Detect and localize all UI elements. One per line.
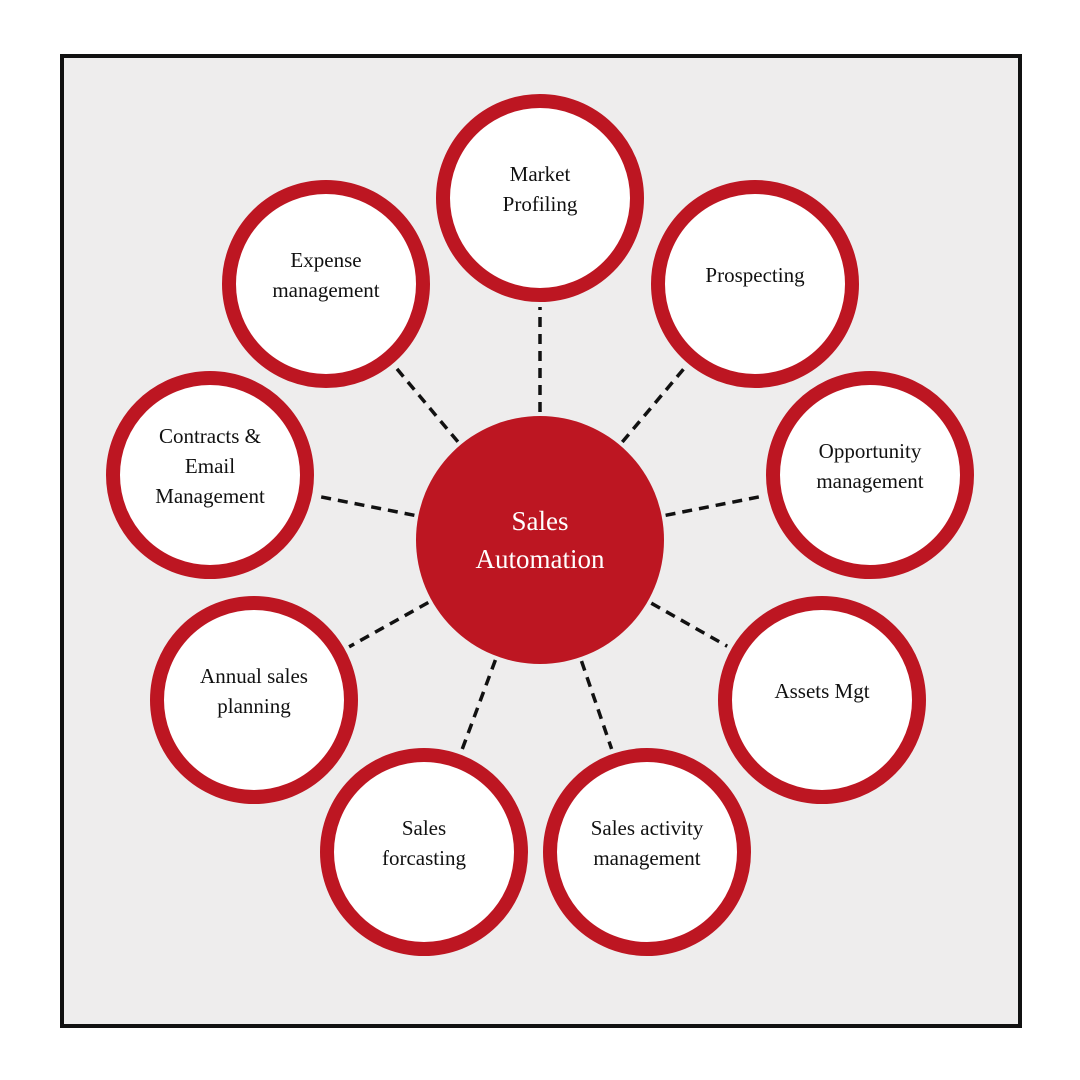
node-annual-sales-planning: Annual sales planning <box>150 596 358 804</box>
connector-sales-activity-management <box>579 660 614 750</box>
node-label-line: Expense <box>290 248 361 272</box>
node-expense-management: Expense management <box>222 180 430 388</box>
connector-opportunity-management <box>665 494 764 518</box>
node-circle-sales-forcasting <box>320 748 528 956</box>
node-label-line: Contracts & <box>159 424 261 448</box>
node-circle-expense-management <box>222 180 430 388</box>
node-label-line: Profiling <box>503 192 578 216</box>
node-label-line: forcasting <box>382 846 466 870</box>
node-circle-contracts-email-management <box>106 371 314 579</box>
node-label-line: Management <box>155 484 265 508</box>
connector-annual-sales-planning <box>348 600 430 649</box>
node-label-line: management <box>272 278 379 302</box>
node-label-line: management <box>816 469 923 493</box>
node-label-line: Market <box>510 162 571 186</box>
node-label-line: Opportunity <box>819 439 922 463</box>
node-opportunity-management: Opportunity management <box>766 371 974 579</box>
node-label-line: Email <box>185 454 235 478</box>
node-label-line: planning <box>217 694 291 718</box>
node-circle-prospecting <box>651 180 859 388</box>
connector-assets-mgt <box>650 601 729 648</box>
node-label-line: Assets Mgt <box>774 679 869 703</box>
connector-sales-forcasting <box>460 659 498 751</box>
node-label-line: Prospecting <box>705 263 805 287</box>
connector-contracts-email-management <box>316 494 415 518</box>
node-circle-annual-sales-planning <box>150 596 358 804</box>
node-sales-forcasting: Sales forcasting <box>320 748 528 956</box>
node-label-line: Sales <box>402 816 446 840</box>
node-circle-opportunity-management <box>766 371 974 579</box>
hub-label-line: Sales <box>512 506 569 536</box>
node-label-line: management <box>593 846 700 870</box>
hub-label-line: Automation <box>476 544 605 574</box>
node-circle-market-profiling <box>436 94 644 302</box>
node-label-line: Annual sales <box>200 664 308 688</box>
connectors <box>316 307 764 751</box>
connector-prospecting <box>620 366 687 444</box>
hub-circle <box>416 416 664 664</box>
node-sales-activity-management: Sales activity management <box>543 748 751 956</box>
node-assets-mgt: Assets Mgt <box>718 596 926 804</box>
node-prospecting: Prospecting <box>651 180 859 388</box>
node-label-line: Sales activity <box>591 816 704 840</box>
node-circle-sales-activity-management <box>543 748 751 956</box>
connector-expense-management <box>394 366 460 443</box>
node-circle-assets-mgt <box>718 596 926 804</box>
